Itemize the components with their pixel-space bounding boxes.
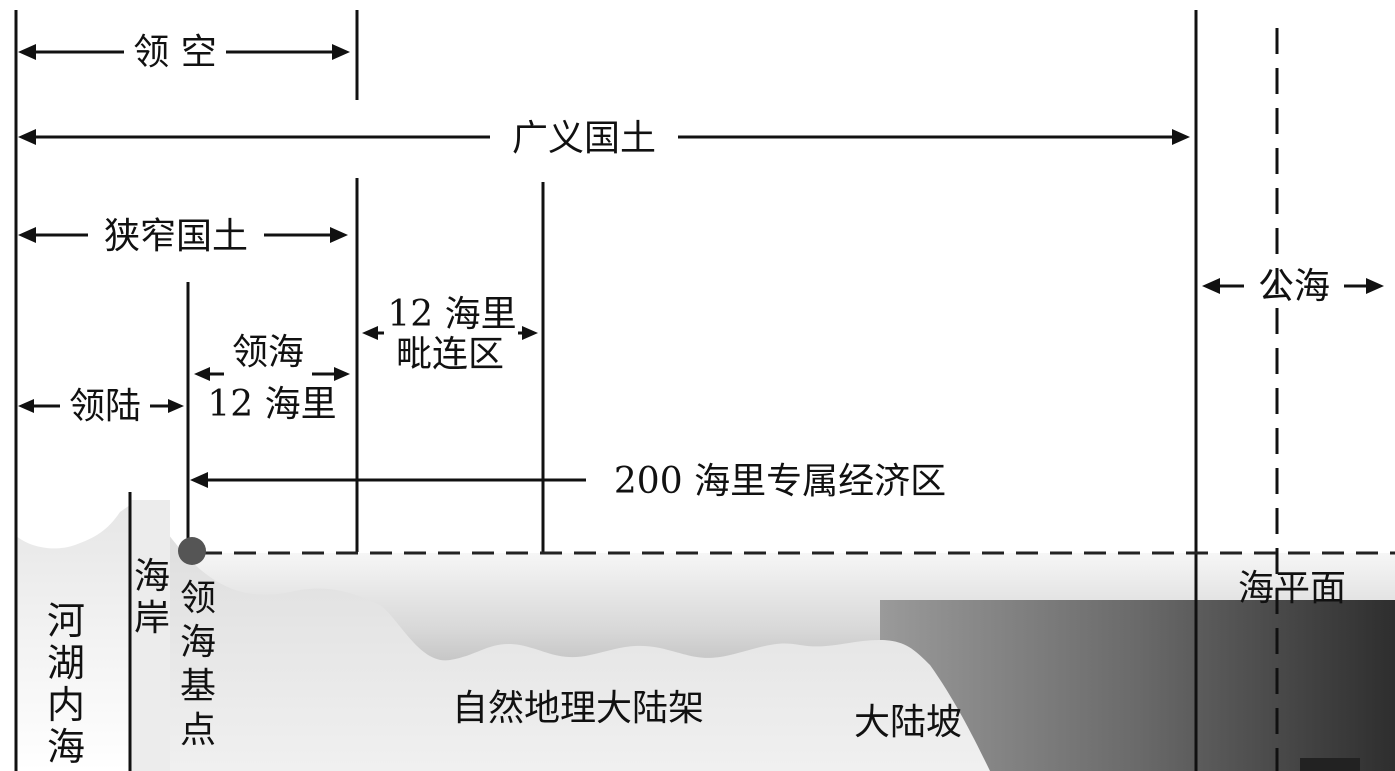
- inland-waters-char: 河: [47, 599, 85, 643]
- inland-waters-label: 河 湖 内 海: [47, 599, 85, 769]
- eez-label: 200 海里专属经济区: [614, 461, 946, 502]
- arrowhead: [18, 44, 36, 60]
- arrowhead: [1202, 278, 1220, 294]
- coast-char: 岸: [134, 598, 170, 639]
- continental-shelf-shape: [135, 500, 990, 771]
- arrowhead: [332, 44, 350, 60]
- high-seas-label: 公海: [1258, 266, 1330, 307]
- inland-waters-shape: [15, 505, 130, 771]
- territorial-sea-width-label: 12 海里: [207, 384, 336, 425]
- boundary-lines: [14, 10, 1279, 771]
- corner-mark: [1300, 758, 1360, 771]
- labels: 领 空 广义国土 狭窄国土 公海 12 海里 毗连区 领海 12 海里 领陆 2…: [47, 32, 1346, 769]
- baseline-point-dot: [178, 537, 206, 565]
- baseline-point-label: 领 海 基 点: [180, 578, 216, 751]
- arrowhead: [18, 227, 36, 243]
- inland-waters-char: 海: [47, 725, 85, 769]
- arrowhead: [330, 227, 348, 243]
- sea-background: [15, 500, 1395, 771]
- arrows: [18, 44, 1384, 488]
- airspace-label: 领 空: [133, 32, 216, 73]
- continental-slope-label: 大陆坡: [854, 702, 962, 743]
- territorial-sea-label: 领海: [232, 332, 304, 373]
- arrowhead: [18, 399, 34, 413]
- baseline-point-char: 领: [180, 578, 216, 619]
- contiguous-zone-width-label: 12 海里: [387, 294, 516, 335]
- arrowhead: [522, 326, 538, 340]
- arrowhead: [1366, 278, 1384, 294]
- baseline-point-char: 基: [180, 666, 216, 707]
- continental-shelf-label: 自然地理大陆架: [452, 688, 704, 729]
- baseline-point-char: 海: [180, 622, 216, 663]
- broad-territory-label: 广义国土: [512, 118, 656, 159]
- arrowhead: [1172, 129, 1190, 145]
- inland-waters-char: 内: [47, 683, 85, 727]
- arrowhead: [334, 367, 350, 381]
- inland-waters-char: 湖: [47, 641, 85, 685]
- arrowhead: [18, 129, 36, 145]
- coast-band: [130, 500, 170, 771]
- baseline-point-char: 点: [180, 710, 216, 751]
- coast-label: 海 岸: [134, 556, 170, 639]
- narrow-territory-label: 狭窄国土: [104, 216, 248, 257]
- arrowhead: [362, 326, 378, 340]
- arrowhead: [194, 367, 210, 381]
- arrowhead: [190, 472, 208, 488]
- land-territory-label: 领陆: [69, 386, 141, 427]
- coast-char: 海: [134, 556, 170, 597]
- arrowhead: [168, 399, 184, 413]
- sea-level-label: 海平面: [1238, 568, 1346, 609]
- contiguous-zone-label: 毗连区: [396, 334, 504, 375]
